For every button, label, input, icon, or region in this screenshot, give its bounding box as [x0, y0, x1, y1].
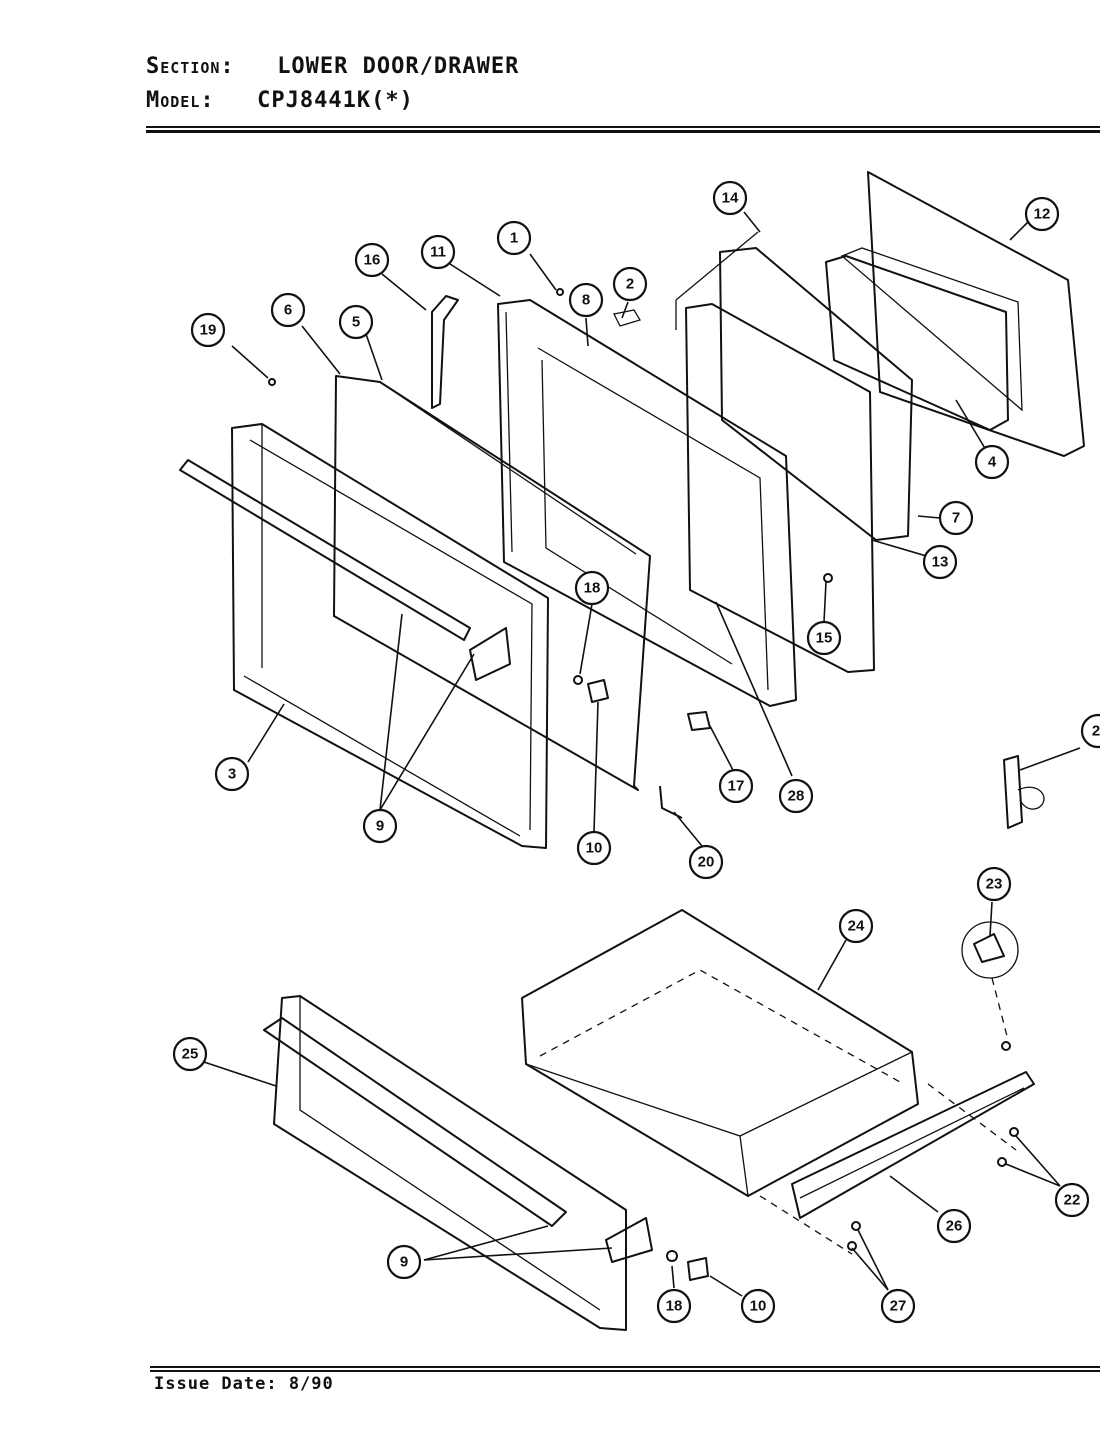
svg-text:6: 6 — [284, 302, 292, 319]
svg-text:11: 11 — [430, 244, 446, 261]
svg-text:1: 1 — [510, 230, 518, 247]
drawer-slide-rail — [791, 1071, 1035, 1219]
svg-text:28: 28 — [788, 788, 805, 805]
leader-lines — [203, 211, 1081, 1297]
callout-6: 6 — [270, 292, 306, 328]
callout-20: 20 — [688, 844, 724, 880]
svg-text:26: 26 — [946, 1218, 963, 1235]
callout-16: 16 — [354, 242, 390, 278]
inner-door-liner — [497, 299, 797, 707]
callout-10-drawer: 10 — [740, 1288, 776, 1324]
section-value: LOWER DOOR/DRAWER — [277, 54, 520, 79]
model-label: Model: — [146, 88, 215, 113]
callout-19: 19 — [190, 312, 226, 348]
svg-text:9: 9 — [400, 1254, 408, 1271]
callout-8: 8 — [568, 282, 604, 318]
bumper-detail — [961, 921, 1019, 1041]
callout-18-door: 18 — [574, 570, 610, 606]
svg-text:23: 23 — [986, 876, 1003, 893]
section-label: Section: — [146, 54, 235, 79]
svg-text:24: 24 — [848, 918, 865, 935]
callout-14: 14 — [712, 180, 748, 216]
svg-text:8: 8 — [582, 292, 590, 309]
callout-4: 4 — [974, 444, 1010, 480]
footer-rule — [150, 1366, 1100, 1372]
svg-text:14: 14 — [722, 190, 739, 207]
callout-7: 7 — [938, 500, 974, 536]
svg-text:10: 10 — [586, 840, 603, 857]
callout-18-drawer: 18 — [656, 1288, 692, 1324]
callout-10-door: 10 — [576, 830, 612, 866]
svg-text:18: 18 — [666, 1298, 683, 1315]
callout-11: 11 — [420, 234, 456, 270]
svg-text:12: 12 — [1034, 206, 1051, 223]
model-line: Model: CPJ8441K(*) — [146, 88, 414, 113]
issue-date: Issue Date: 8/90 — [154, 1374, 334, 1394]
callout-2-edge: 2 — [1080, 713, 1100, 749]
svg-text:10: 10 — [750, 1298, 767, 1315]
callout-23: 23 — [976, 866, 1012, 902]
svg-text:15: 15 — [816, 630, 833, 647]
fasteners — [666, 1041, 1019, 1281]
svg-text:2: 2 — [626, 276, 634, 293]
header-rule — [146, 126, 1100, 133]
callout-1: 1 — [496, 220, 532, 256]
callout-22: 22 — [1054, 1182, 1090, 1218]
svg-text:19: 19 — [200, 322, 217, 339]
door-liner-assembly — [675, 171, 1085, 673]
svg-text:13: 13 — [932, 554, 949, 571]
callout-26: 26 — [936, 1208, 972, 1244]
callout-27: 27 — [880, 1288, 916, 1324]
svg-text:3: 3 — [228, 766, 236, 783]
callout-17: 17 — [718, 768, 754, 804]
svg-text:22: 22 — [1064, 1192, 1081, 1209]
svg-text:17: 17 — [728, 778, 745, 795]
callout-13: 13 — [922, 544, 958, 580]
svg-text:18: 18 — [584, 580, 601, 597]
outer-door-frame — [231, 423, 549, 849]
callout-9-drawer: 9 — [386, 1244, 422, 1280]
callout-28: 28 — [778, 778, 814, 814]
callout-5: 5 — [338, 304, 374, 340]
drawer-front — [263, 995, 653, 1331]
callout-24: 24 — [838, 908, 874, 944]
callout-15: 15 — [806, 620, 842, 656]
door-glass-panel — [333, 375, 651, 791]
callout-3: 3 — [214, 756, 250, 792]
svg-text:9: 9 — [376, 818, 384, 835]
svg-text:5: 5 — [352, 314, 360, 331]
svg-text:20: 20 — [698, 854, 715, 871]
side-trim-strip — [431, 295, 459, 409]
section-line: Section: LOWER DOOR/DRAWER — [146, 54, 519, 79]
svg-text:7: 7 — [952, 510, 960, 527]
svg-text:16: 16 — [364, 252, 381, 269]
callout-9-door: 9 — [362, 808, 398, 844]
svg-text:25: 25 — [182, 1046, 199, 1063]
callout-12: 12 — [1024, 196, 1060, 232]
svg-text:4: 4 — [988, 454, 997, 471]
svg-text:27: 27 — [890, 1298, 907, 1315]
svg-text:2: 2 — [1092, 723, 1100, 740]
callout-2: 2 — [612, 266, 648, 302]
callout-25: 25 — [172, 1036, 208, 1072]
drawer-box — [521, 909, 919, 1197]
model-value: CPJ8441K(*) — [257, 88, 414, 113]
small-parts — [268, 288, 833, 819]
hinge-bracket — [1003, 755, 1045, 829]
door-handle — [179, 459, 511, 681]
